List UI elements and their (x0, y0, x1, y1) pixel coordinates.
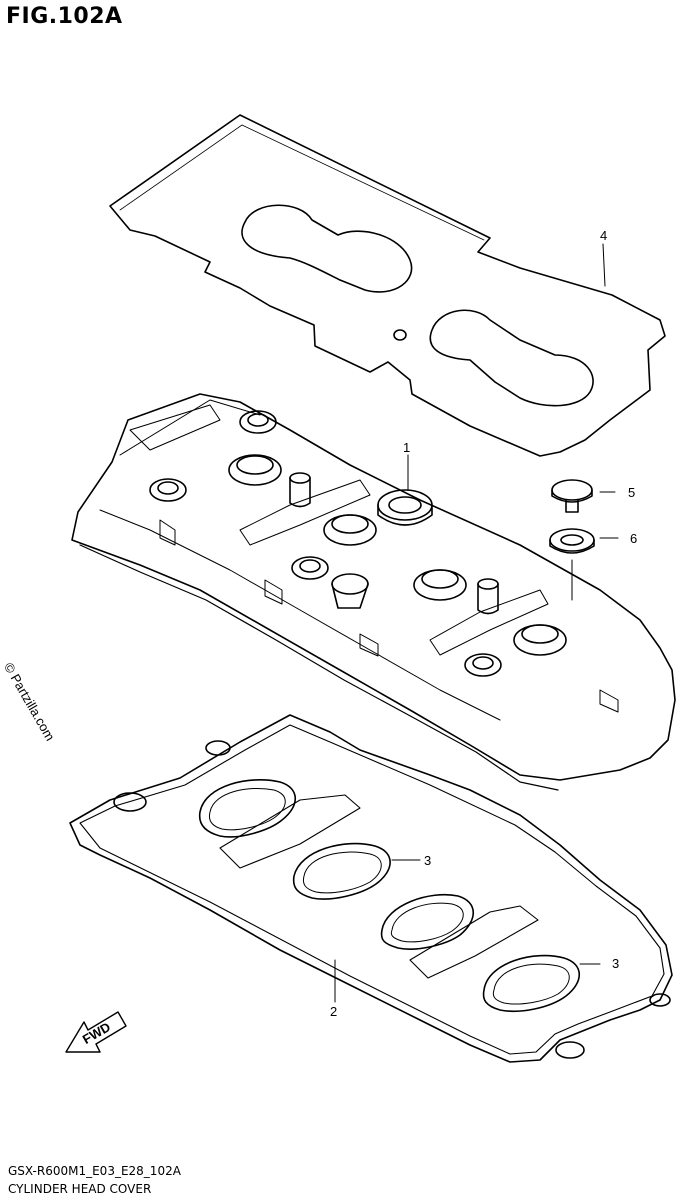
diagram-code: GSX-R600M1_E03_E28_102A (8, 1164, 181, 1178)
figure-title: FIG.102A (6, 4, 123, 29)
part-4-gasket-plate[interactable] (109, 114, 666, 457)
callout-4: 4 (600, 228, 607, 243)
part-3-plug-hole-seal-b[interactable] (380, 893, 581, 1013)
callout-5: 5 (628, 485, 635, 500)
callout-2: 2 (330, 1004, 337, 1019)
callout-3b: 3 (612, 956, 619, 971)
part-2-cover-gasket[interactable] (69, 714, 673, 1063)
callout-3a: 3 (424, 853, 431, 868)
part-6-washer[interactable] (549, 528, 595, 554)
part-3-plug-hole-seal-a[interactable] (198, 779, 391, 900)
part-1-cylinder-head-cover[interactable] (71, 393, 676, 791)
fwd-arrow (65, 1011, 127, 1053)
part-5-bolt[interactable] (551, 479, 593, 513)
diagram-caption: CYLINDER HEAD COVER (8, 1182, 152, 1196)
callout-1: 1 (403, 440, 410, 455)
callout-6: 6 (630, 531, 637, 546)
part-1-seal-ring[interactable] (377, 489, 433, 526)
